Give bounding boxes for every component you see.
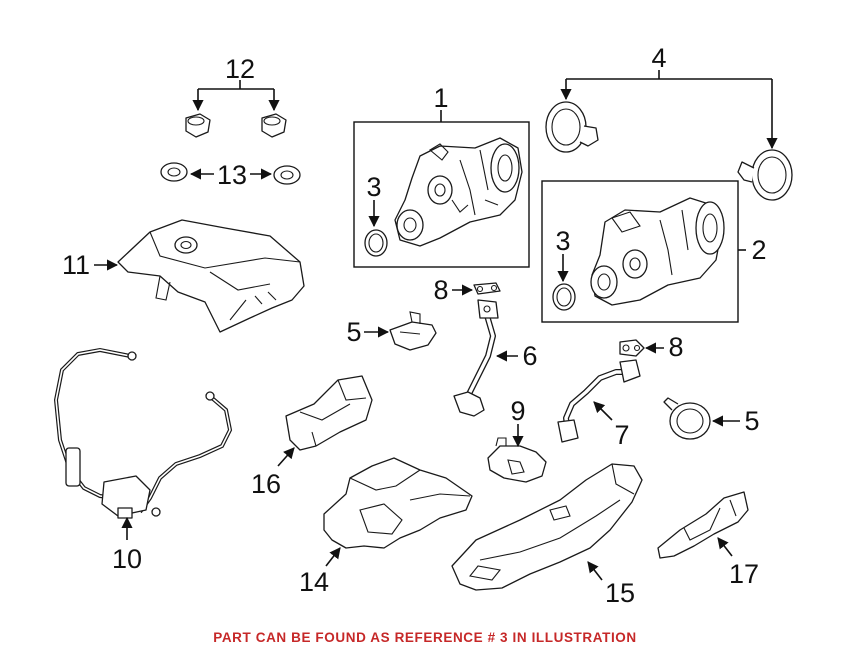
callout-12: 12 xyxy=(225,54,255,84)
clamp-part-4 xyxy=(545,101,793,201)
bracket-part-5 xyxy=(389,311,711,440)
callout-10: 10 xyxy=(112,544,142,574)
callout-4: 4 xyxy=(651,43,666,73)
callout-9: 9 xyxy=(510,396,525,426)
callout-1: 1 xyxy=(433,83,448,113)
callout-5-left: 5 xyxy=(346,317,361,347)
bracket-part-9 xyxy=(487,437,547,483)
reference-note: PART CAN BE FOUND AS REFERENCE # 3 IN IL… xyxy=(213,630,637,645)
oil-pipe-part-7 xyxy=(557,359,641,443)
callout-8-right: 8 xyxy=(668,332,683,362)
callout-3-right: 3 xyxy=(555,226,570,256)
leader-12 xyxy=(192,80,280,112)
callout-13: 13 xyxy=(217,160,247,190)
heat-shield-part-11 xyxy=(117,219,305,333)
callout-8-top: 8 xyxy=(433,275,448,305)
gasket-part-8 xyxy=(473,282,645,357)
callout-5-right: 5 xyxy=(744,406,759,436)
callout-2: 2 xyxy=(751,235,766,265)
callout-3-left: 3 xyxy=(366,172,381,202)
heat-shield-part-14 xyxy=(323,457,473,549)
oil-pipe-part-6 xyxy=(453,299,499,417)
heat-shield-part-17 xyxy=(657,491,749,559)
heat-shield-part-15 xyxy=(451,463,643,591)
heat-shield-part-16 xyxy=(285,375,373,451)
turbocharger-part-1 xyxy=(364,137,523,257)
leader-16 xyxy=(277,447,295,467)
leader-17 xyxy=(717,537,733,557)
callout-6: 6 xyxy=(522,341,537,371)
leader-14 xyxy=(325,547,341,567)
turbocharger-part-2 xyxy=(552,197,725,311)
callout-15: 15 xyxy=(605,578,635,608)
callout-17: 17 xyxy=(729,559,759,589)
leader-7 xyxy=(593,401,613,421)
washer-part-13 xyxy=(160,162,301,185)
sensor-harness-part-10 xyxy=(53,347,233,519)
callout-7: 7 xyxy=(614,420,629,450)
leader-4 xyxy=(560,70,778,150)
leader-15 xyxy=(587,561,603,581)
turbo-box-2 xyxy=(541,180,739,323)
callout-14: 14 xyxy=(299,567,329,597)
callout-11: 11 xyxy=(62,250,90,280)
clip-part-12 xyxy=(185,113,287,138)
callout-16: 16 xyxy=(251,469,281,499)
